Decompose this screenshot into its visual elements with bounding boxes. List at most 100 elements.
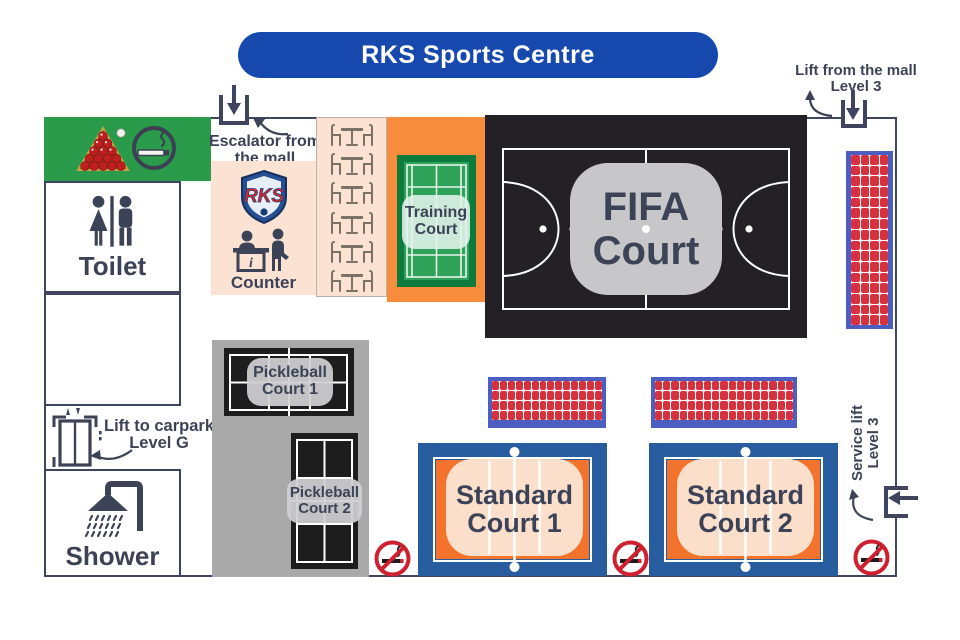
- bleacher-seat: [720, 401, 728, 410]
- bleacher-seat: [851, 155, 860, 165]
- bleacher-seat: [671, 381, 679, 390]
- bleacher-seat: [579, 381, 587, 390]
- bleacher-seat: [539, 391, 547, 400]
- bleacher-seat: [761, 391, 769, 400]
- bleacher-seat: [515, 411, 523, 420]
- bleacher-seat: [595, 411, 602, 420]
- bleacher-seat: [761, 401, 769, 410]
- bleacher-seat: [851, 165, 860, 176]
- bleacher-seat: [785, 411, 793, 420]
- bleacher-seat: [499, 401, 507, 410]
- bleacher-seat: [547, 381, 555, 390]
- counter-label: Counter: [230, 273, 297, 292]
- bleacher-seat: [695, 401, 704, 410]
- bleacher-seat: [870, 197, 879, 208]
- escalator-down-arrow-icon: [227, 85, 241, 117]
- bleacher-seat: [777, 401, 785, 410]
- bleacher-seat: [515, 391, 523, 400]
- pickleball-court-2-label: Pickleball Court 2: [287, 479, 362, 523]
- rks-logo-icon: RKS: [237, 169, 291, 225]
- escalator-arrow: [250, 112, 290, 136]
- bleacher-seat: [851, 208, 860, 219]
- bleacher-seat: [695, 381, 704, 390]
- bleacher-seat: [547, 411, 555, 420]
- bleacher-seat: [777, 411, 785, 420]
- bleacher-seat: [879, 208, 888, 219]
- bleacher-seat: [851, 240, 860, 251]
- bleacher-seat: [870, 229, 879, 240]
- table-chairs-icon: [330, 240, 373, 263]
- bleacher-seat: [879, 176, 888, 187]
- bleacher-seat: [531, 401, 539, 410]
- bleacher-seat: [499, 411, 507, 420]
- table-chairs-icon: [330, 211, 373, 234]
- bleacher-seat: [870, 261, 879, 272]
- bleacher-seat: [870, 155, 879, 165]
- bleacher-seat: [879, 272, 888, 283]
- bleacher-seat: [720, 391, 728, 400]
- bleacher-seat: [860, 155, 869, 165]
- bleacher-seat: [879, 219, 888, 229]
- toilet-room: Toilet: [44, 181, 181, 293]
- service-lift-door: [884, 486, 908, 518]
- bleacher-seat: [870, 187, 879, 197]
- bleacher-seat: [769, 381, 777, 390]
- table-chairs-icon: [326, 238, 378, 264]
- bleacher-seat: [744, 411, 753, 420]
- bleacher-seat: [860, 293, 869, 304]
- bleacher-seat: [695, 391, 704, 400]
- bleacher-seat: [879, 165, 888, 176]
- counter-area: RKS i Counter: [211, 161, 316, 295]
- bleacher-seat: [492, 391, 499, 400]
- bleacher-seat: [671, 391, 679, 400]
- pickleball-court-2: Pickleball Court 2: [287, 433, 362, 569]
- bleacher-seat: [720, 411, 728, 420]
- bleacher-seat: [761, 411, 769, 420]
- wall-right: [895, 117, 897, 577]
- bleacher-seat: [879, 155, 888, 165]
- bleacher-seat: [744, 381, 753, 390]
- bleacher-seat: [728, 381, 736, 390]
- bleacher-seat: [879, 251, 888, 261]
- bleacher-seat: [728, 401, 736, 410]
- bleacher-seat: [507, 391, 515, 400]
- wall-bottom: [44, 575, 897, 577]
- bleacher-seat: [769, 411, 777, 420]
- bleacher-seat: [860, 283, 869, 293]
- bleacher-seat: [860, 304, 869, 315]
- bleacher-seat: [851, 304, 860, 315]
- bleacher-seat: [539, 381, 547, 390]
- bleacher-seat: [671, 401, 679, 410]
- bleacher-seat: [785, 401, 793, 410]
- empty-room: [44, 293, 181, 406]
- shower-room: Shower: [44, 469, 181, 577]
- bleacher-seat: [499, 381, 507, 390]
- bleacher-seat: [579, 411, 587, 420]
- bleacher-seat: [860, 240, 869, 251]
- smoking-area-icon: [129, 123, 179, 173]
- fifa-court: FIFA Court: [485, 115, 807, 338]
- table-chairs-icon: [326, 179, 378, 205]
- bleacher-seat: [860, 315, 869, 325]
- bleacher-seat: [851, 261, 860, 272]
- bleacher-seat: [704, 391, 712, 400]
- bleacher-seat: [531, 381, 539, 390]
- toilet-icon: [80, 195, 144, 249]
- bleacher-seat: [860, 187, 869, 197]
- bleacher-seat: [870, 272, 879, 283]
- title-text: RKS Sports Centre: [361, 40, 595, 69]
- bleacher-seat: [870, 304, 879, 315]
- bleacher-seat: [523, 391, 531, 400]
- bleacher-seat: [753, 411, 761, 420]
- service-lift-arrow: [845, 488, 877, 522]
- bleacher-seat: [879, 197, 888, 208]
- bleacher-seat: [851, 293, 860, 304]
- toilet-label: Toilet: [78, 251, 147, 281]
- bleacher-seat: [870, 293, 879, 304]
- bleacher-seat: [879, 283, 888, 293]
- carpark-arrow: [88, 446, 134, 464]
- bleacher-seat: [671, 411, 679, 420]
- pickleball-court-1: Pickleball Court 1: [224, 348, 354, 416]
- bleacher-seat: [851, 315, 860, 325]
